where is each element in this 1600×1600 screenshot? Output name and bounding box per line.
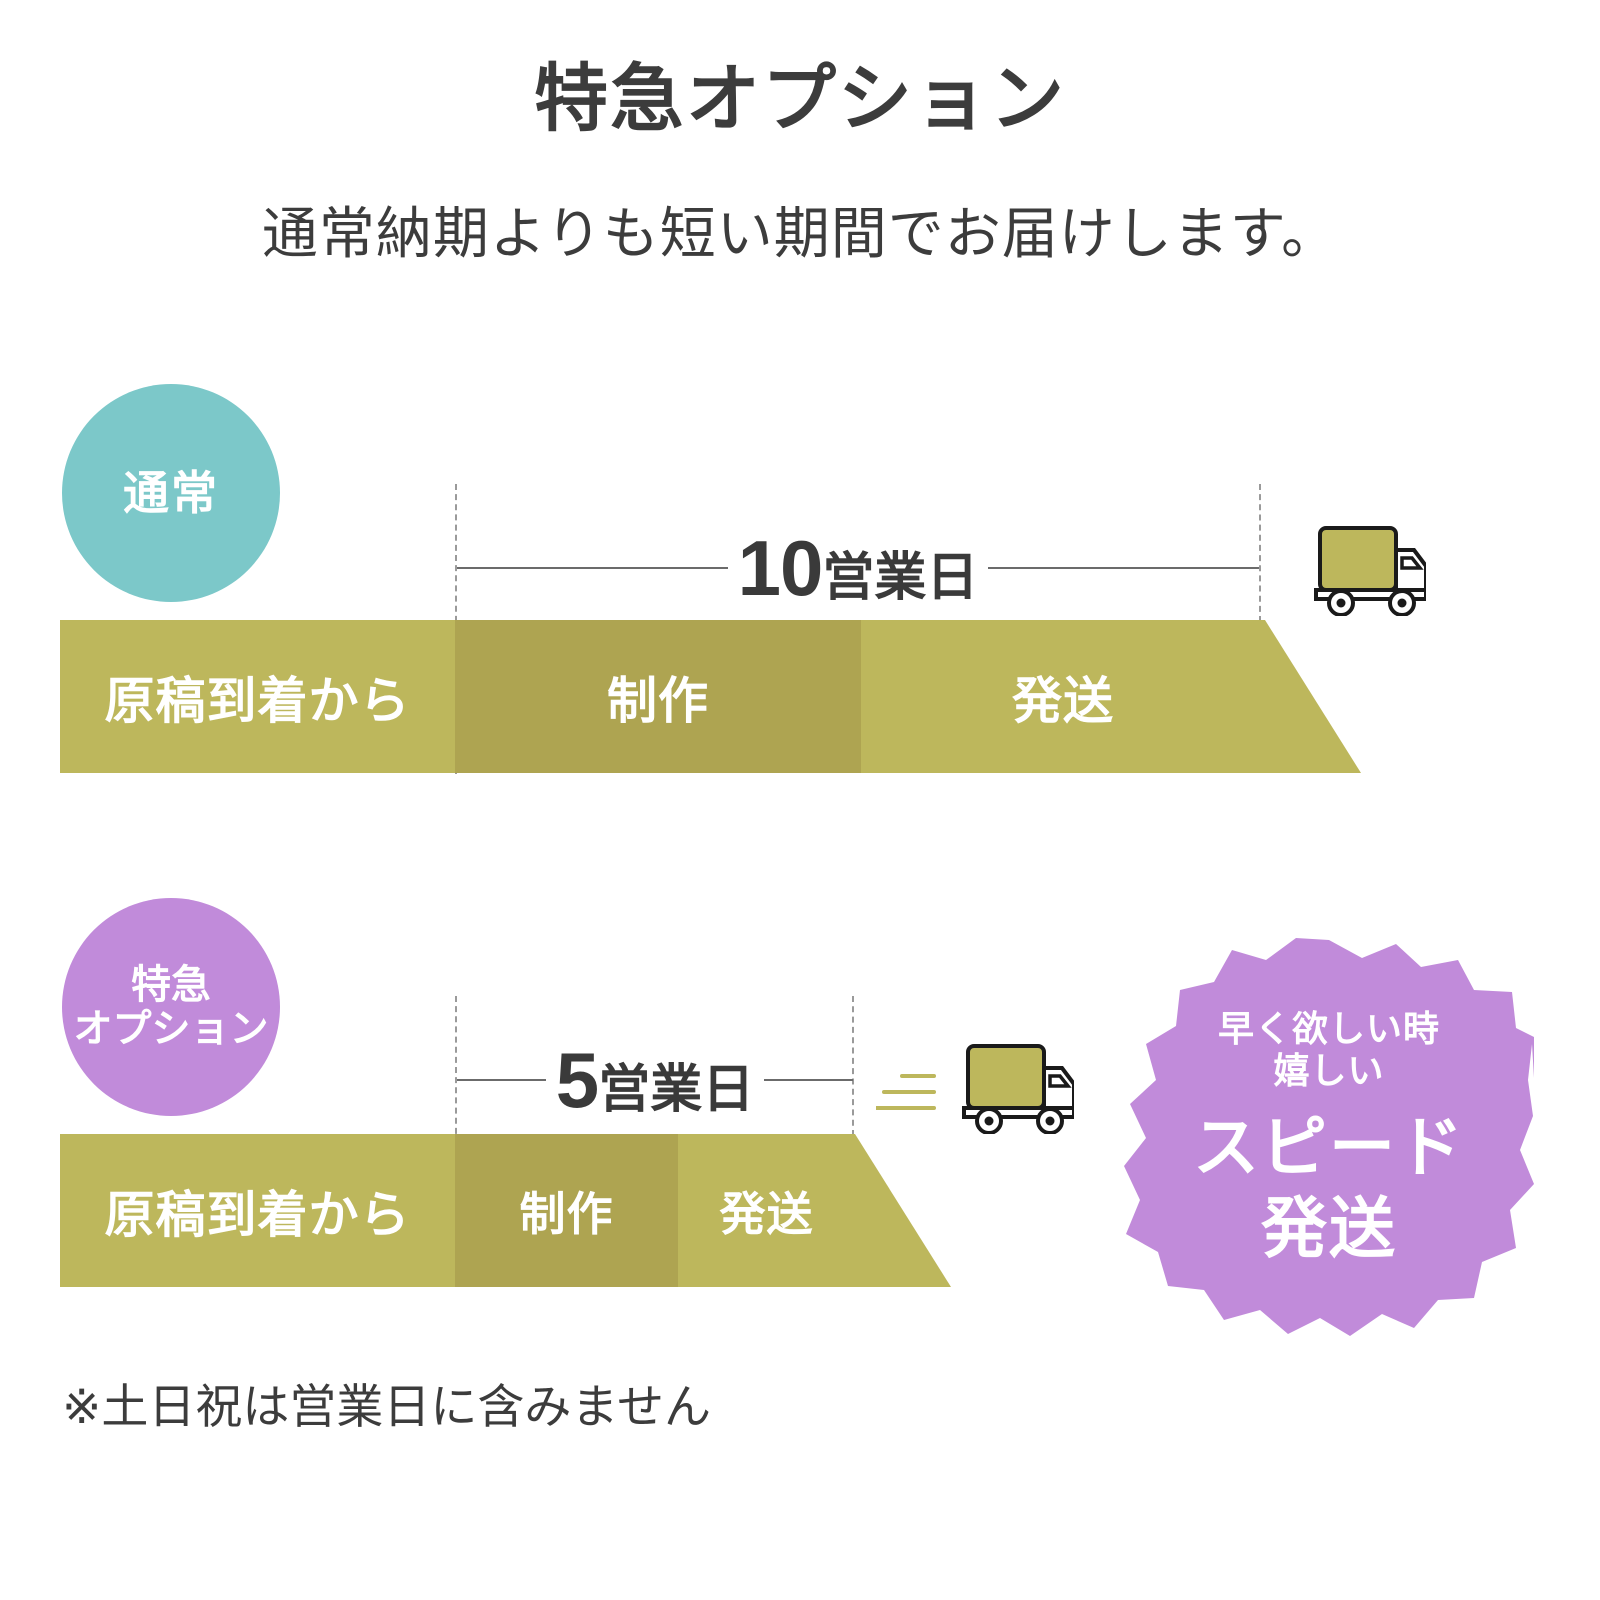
footnote-business-days: ※土日祝は営業日に含みません — [62, 1380, 711, 1433]
process-bar-normal: 原稿到着から 制作 発送 — [60, 620, 1361, 773]
segment-shipping-express: 発送 — [678, 1134, 855, 1287]
measure-rule-right — [764, 1079, 853, 1081]
measure-rule-left — [457, 1079, 546, 1081]
duration-measure-normal: 10 営業日 — [457, 528, 1259, 608]
page-title: 特急オプション — [534, 57, 1066, 140]
segment-label: 発送 — [1012, 672, 1114, 729]
truck-motion-lines — [874, 1068, 936, 1120]
measure-rule-left — [457, 567, 728, 569]
segment-production-normal: 制作 — [455, 620, 861, 773]
delivery-truck-icon-normal — [1286, 524, 1428, 617]
bar-tip-normal — [1265, 620, 1361, 773]
segment-label: 制作 — [519, 1187, 614, 1240]
badge-normal-label: 通常 — [123, 466, 219, 519]
segment-production-express: 制作 — [455, 1134, 678, 1287]
badge-express-label-line1: 特急 — [130, 962, 211, 1007]
duration-express: 5 営業日 — [546, 1041, 764, 1119]
segment-label: 発送 — [719, 1187, 814, 1240]
duration-measure-express: 5 営業日 — [457, 1040, 853, 1120]
segment-manuscript-normal: 原稿到着から — [60, 620, 455, 773]
segment-shipping-normal: 発送 — [861, 620, 1265, 773]
page-subtitle: 通常納期よりも短い期間でお届けします。 — [261, 202, 1339, 265]
badge-normal: 通常 — [62, 384, 280, 602]
badge-express-labels: 特急 オプション — [73, 962, 268, 1053]
segment-label: 制作 — [607, 672, 709, 729]
guideline-end-row1 — [1259, 484, 1261, 622]
burst-shape — [1124, 938, 1548, 1336]
delivery-truck-icon-express — [934, 1042, 1076, 1135]
duration-normal-unit: 営業日 — [822, 549, 979, 607]
badge-express-label-line2: オプション — [73, 1007, 269, 1051]
measure-rule-right — [988, 567, 1259, 569]
duration-normal: 10 営業日 — [728, 529, 989, 607]
segment-manuscript-express: 原稿到着から — [60, 1134, 455, 1287]
duration-express-unit: 営業日 — [598, 1061, 755, 1119]
duration-normal-number: 10 — [737, 524, 824, 612]
duration-express-number: 5 — [555, 1036, 599, 1124]
process-bar-express: 原稿到着から 制作 発送 — [60, 1134, 951, 1287]
guideline-end-row2 — [852, 996, 854, 1136]
segment-label: 原稿到着から — [104, 672, 411, 729]
speed-shipping-burst-badge: 早く欲しい時 嬉しい スピード 発送 — [1124, 938, 1548, 1338]
segment-label: 原稿到着から — [104, 1186, 411, 1243]
bar-tip-express — [855, 1134, 951, 1287]
badge-express: 特急 オプション — [62, 898, 280, 1116]
